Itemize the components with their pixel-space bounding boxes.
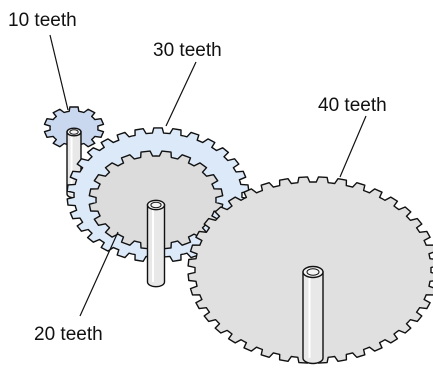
- leader-line-40-teeth: [340, 116, 366, 177]
- leader-line-10-teeth: [50, 35, 68, 110]
- label-10-teeth: 10 teeth: [8, 10, 77, 31]
- label-20-teeth: 20 teeth: [34, 324, 103, 345]
- leader-line-30-teeth: [166, 62, 196, 126]
- label-40-teeth: 40 teeth: [318, 95, 387, 116]
- gears-layer: [45, 107, 433, 363]
- leader-line-20-teeth: [80, 232, 118, 316]
- label-30-teeth: 30 teeth: [153, 40, 222, 61]
- shaft-gear-40: [303, 267, 323, 364]
- shaft-gear-20: [148, 200, 165, 286]
